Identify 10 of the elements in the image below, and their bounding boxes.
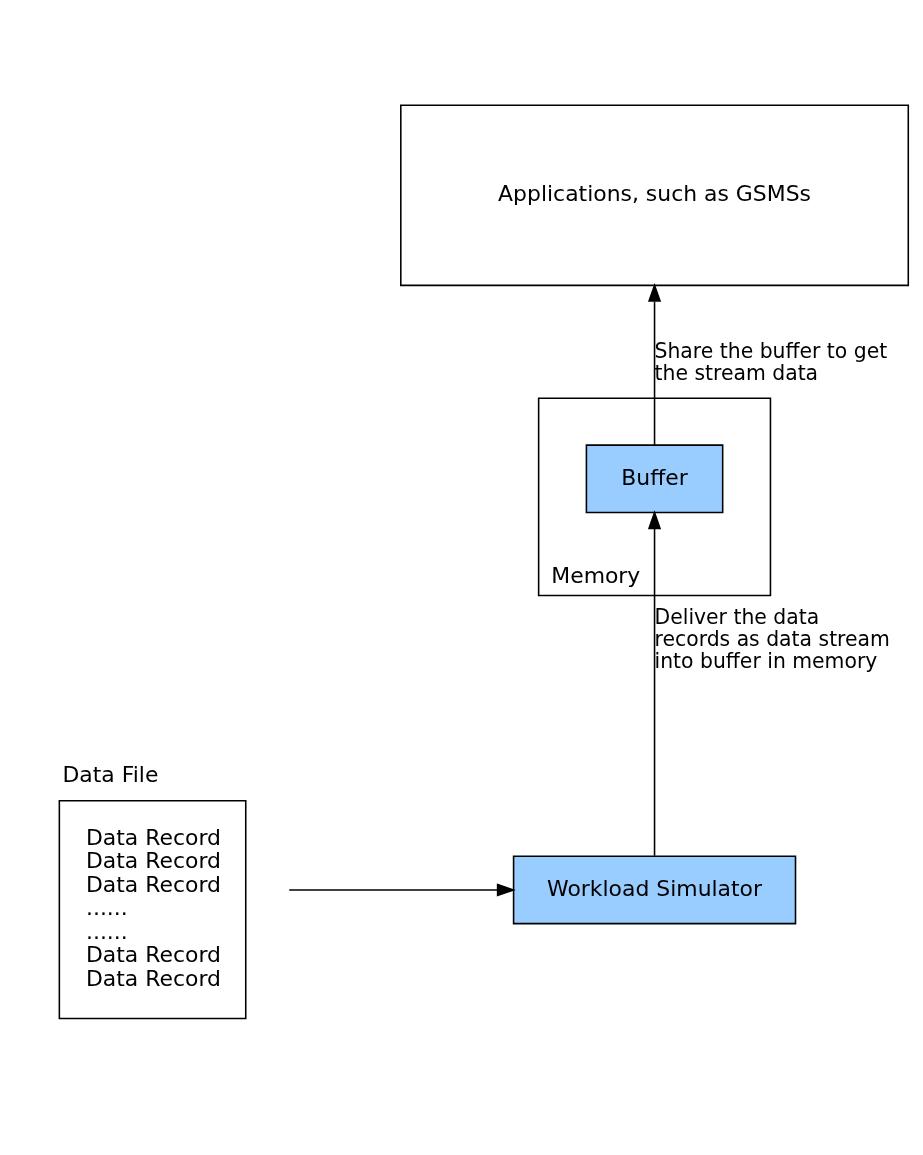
edge-label: Deliver the data records as data stream into buffer in memory	[654, 605, 890, 674]
arrow	[647, 283, 662, 446]
node-box: Applications, such as GSMSs	[400, 104, 910, 287]
node-label: Data File	[62, 762, 159, 788]
arrow	[647, 510, 662, 857]
node-box: Data Record Data Record Data Record ...... ...... Data Record Data Record	[58, 799, 247, 1020]
node-box: Workload Simulator	[512, 855, 797, 925]
edge-label: Share the buffer to get the stream data	[654, 339, 888, 385]
node-box: Buffer	[585, 444, 724, 514]
arrow	[288, 883, 516, 897]
